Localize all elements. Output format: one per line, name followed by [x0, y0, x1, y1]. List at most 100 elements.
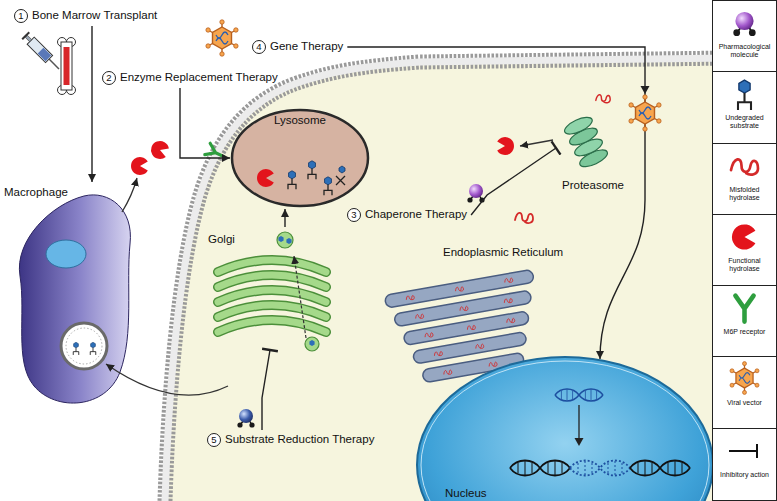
- chaperone-molecule: [467, 184, 484, 203]
- viral-vector-icon: [730, 362, 759, 395]
- legend-entry: Viral vector: [713, 357, 776, 428]
- illustration-part: [324, 177, 332, 195]
- nucleus-outline: [415, 355, 715, 501]
- viral-vector: [206, 20, 238, 56]
- inhibitory-connector: [471, 148, 556, 215]
- legend-text: Pharmacological molecule: [713, 43, 776, 59]
- inhibitory-connector: [262, 350, 270, 430]
- illustration-part: [27, 37, 52, 62]
- engulf-arrow: [106, 364, 228, 395]
- illustration-part: [459, 306, 468, 312]
- illustration-part: [38, 48, 51, 61]
- vector-entry-arrowhead: [641, 86, 650, 94]
- illustration-part: [506, 318, 515, 324]
- therapy-label: Chaperone Therapy: [365, 208, 467, 222]
- proteasome-barrel: [562, 114, 609, 170]
- illustration-part: [578, 405, 579, 439]
- illustration-part: [504, 278, 513, 284]
- callout-label: 3 Chaperone Therapy: [345, 207, 469, 223]
- callout-label: 1 Bone Marrow Transplant: [12, 8, 159, 24]
- illustration-part: [66, 328, 102, 364]
- callout-number: 1: [14, 9, 28, 23]
- illustration-part: [504, 298, 513, 304]
- illustration-part: [630, 461, 690, 476]
- illustration-part: [415, 314, 424, 320]
- misfolded-hydrolase: [515, 213, 533, 223]
- illustration-part: [257, 169, 274, 187]
- substrate-reduction-molecule: [237, 409, 254, 428]
- legend-text: Inhibitory action: [713, 471, 776, 479]
- illustration-part: [562, 114, 594, 138]
- secretion-arrow: [122, 178, 137, 212]
- syringe: [21, 31, 62, 72]
- bone: [58, 38, 76, 95]
- callout-number: 3: [347, 208, 361, 222]
- pharmacological-molecule-icon: [733, 12, 755, 36]
- therapy-label: Bone Marrow Transplant: [32, 9, 157, 23]
- illustration-part: [555, 389, 603, 401]
- legend-text: Functional hydrolase: [713, 257, 776, 273]
- illustration-part: [218, 320, 326, 332]
- illustration-part: [336, 176, 345, 185]
- golgi-stacks: [218, 232, 326, 351]
- illustration-part: [19, 195, 130, 403]
- legend-icons: [713, 1, 776, 500]
- illustration-part: [434, 351, 443, 357]
- legend-text: Viral vector: [713, 399, 776, 407]
- functional-hydrolase-icon: [732, 224, 756, 249]
- receptor-icon: [735, 296, 753, 322]
- illustration-part: [305, 337, 319, 351]
- nucleus: Nucleus: [415, 355, 715, 501]
- illustration-part: [90, 342, 96, 355]
- legend-text: M6P receptor: [713, 328, 776, 336]
- illustration-part: [510, 461, 570, 476]
- arrow-connector: [91, 26, 92, 182]
- degraded-hydrolase: [596, 95, 610, 103]
- illustration-part: [21, 31, 29, 39]
- structure-label: Golgi: [208, 233, 235, 247]
- legend-text: Undegraded substrate: [713, 114, 776, 130]
- legend-entry: Undegraded substrate: [713, 72, 776, 143]
- callout-number: 5: [207, 433, 221, 447]
- illustration-part: [421, 361, 709, 501]
- illustration-part: [455, 286, 464, 292]
- illustration-part: [46, 240, 86, 268]
- inhibitory-icon: [729, 444, 757, 458]
- legend-entry: Functional hydrolase: [713, 215, 776, 286]
- illustration-part: [308, 161, 316, 179]
- illustration-part: [288, 171, 296, 189]
- illustration-part: [286, 238, 291, 244]
- illustration-part: [443, 369, 452, 375]
- misfolded-hydrolase-icon: [731, 159, 758, 174]
- viral-vector: [629, 95, 661, 131]
- illustration-part: [339, 166, 345, 173]
- golgi-apparatus: Golgi: [205, 228, 335, 350]
- functional-hydrolase: [131, 157, 148, 175]
- therapy-label: Gene Therapy: [270, 40, 343, 54]
- therapy-label: Substrate Reduction Therapy: [225, 433, 374, 447]
- illustration-part: [425, 332, 434, 338]
- illustration-part: [309, 340, 314, 346]
- therapy-label: Enzyme Replacement Therapy: [120, 71, 278, 85]
- proteasome: Proteasome: [556, 112, 638, 192]
- legend-entry: M6P receptor: [713, 286, 776, 357]
- functional-hydrolase: [497, 137, 514, 155]
- callout-label: 4Gene Therapy: [250, 39, 345, 55]
- macrophage-cell: [19, 195, 130, 403]
- legend-entry: Pharmacological molecule: [713, 1, 776, 72]
- callout-label: 2 Enzyme Replacement Therapy: [100, 70, 280, 86]
- illustration-part: [277, 232, 293, 248]
- callout-number: 2: [102, 71, 116, 85]
- illustration-part: [49, 59, 59, 69]
- refolding-arrow: [520, 140, 553, 146]
- legend-panel: Pharmacological moleculeUndegraded subst…: [712, 0, 777, 501]
- m6p-receptor: [205, 143, 227, 162]
- structure-label: Macrophage: [4, 186, 68, 200]
- illustration-part: [575, 438, 584, 446]
- structure-label: Lysosome: [230, 114, 370, 128]
- illustration-part: [294, 256, 306, 338]
- structure-label: Nucleus: [445, 487, 487, 501]
- structure-label: Endoplasmic Reticulum: [443, 246, 563, 260]
- substrate-icon: [738, 80, 751, 110]
- illustration-part: [218, 320, 326, 332]
